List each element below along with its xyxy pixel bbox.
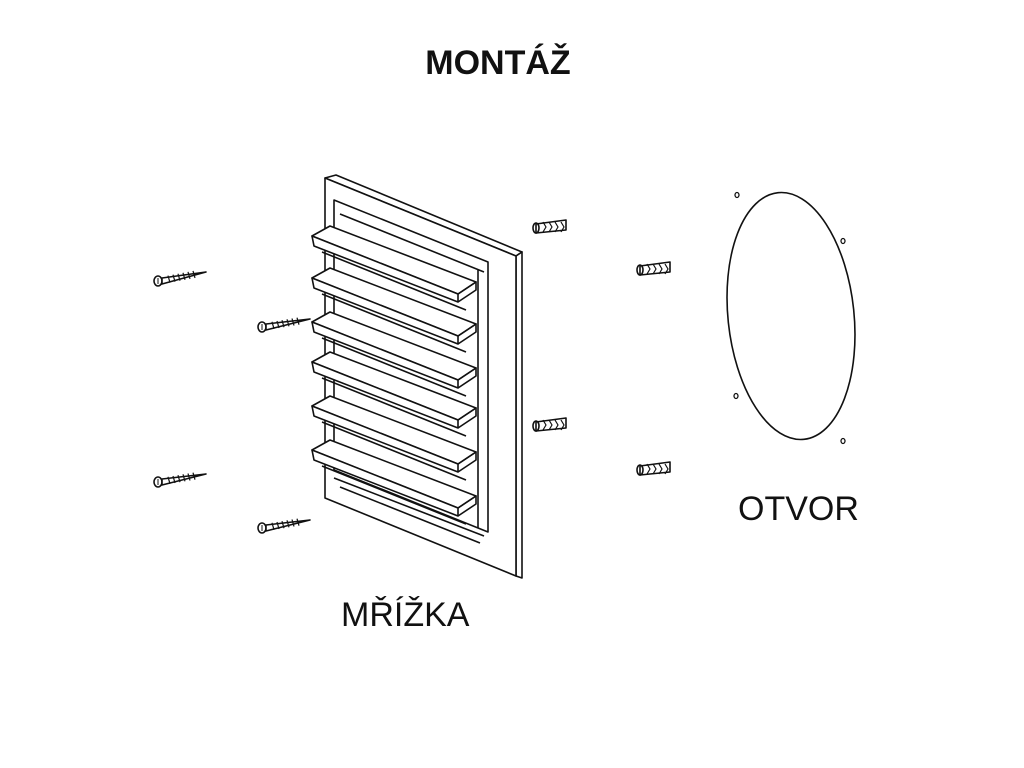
screws [153, 270, 311, 534]
louver-slat [311, 351, 477, 437]
wall-plug [532, 219, 567, 234]
wall-plug [532, 417, 567, 432]
mark-hole [734, 191, 740, 199]
louver-slat [311, 439, 477, 525]
screw [153, 270, 207, 287]
wall-plug [636, 461, 671, 476]
screw [257, 518, 311, 534]
wall-plugs [532, 219, 671, 476]
wall-hole [726, 191, 856, 445]
mark-hole [733, 392, 739, 400]
mark-hole [840, 437, 846, 445]
louver-slat [311, 311, 477, 397]
grille-label: MŘÍŽKA [341, 596, 470, 634]
louver-slat [311, 267, 477, 353]
louver-slat [311, 395, 477, 481]
screw [153, 472, 207, 488]
diagram-title: MONTÁŽ [425, 44, 571, 82]
hole-label: OTVOR [738, 490, 859, 528]
louvers [311, 225, 477, 525]
wall-plug [636, 261, 671, 276]
screw [257, 317, 311, 333]
louver-slat [311, 225, 477, 311]
mark-hole [840, 237, 846, 245]
